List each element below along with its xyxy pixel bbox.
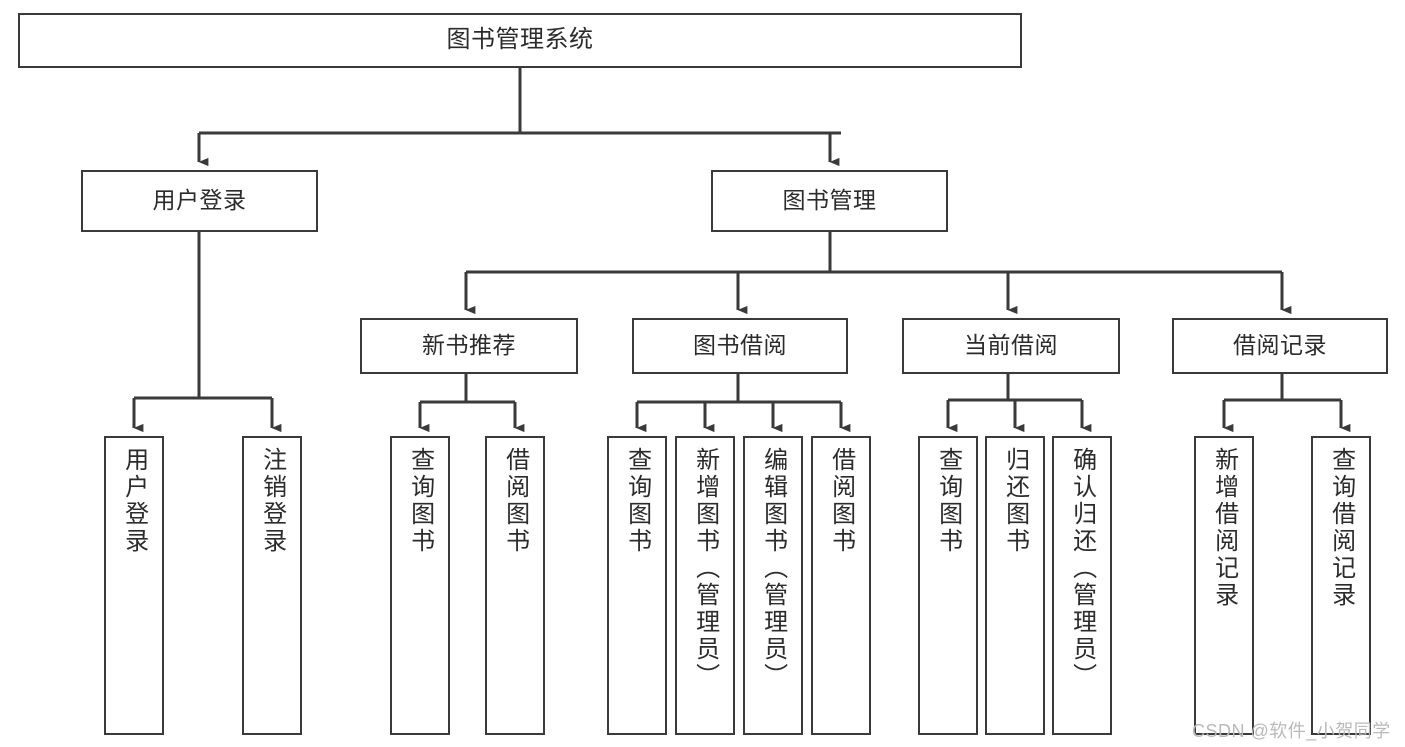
node-leaf-return-book[interactable]: 归还图书 (985, 436, 1045, 735)
node-borrow-record-label: 借阅记录 (1233, 332, 1327, 359)
node-new-book-recommend[interactable]: 新书推荐 (360, 318, 578, 374)
node-user-login[interactable]: 用户登录 (81, 170, 318, 232)
node-leaf-edit-book-admin-label: 编辑图书（管理员） (759, 447, 787, 690)
node-leaf-return-book-label: 归还图书 (1001, 447, 1029, 555)
node-leaf-user-login[interactable]: 用户登录 (104, 436, 164, 735)
node-current-borrow-label: 当前借阅 (964, 332, 1058, 359)
node-leaf-logout-label: 注销登录 (258, 447, 286, 555)
node-leaf-current-query-book-label: 查询图书 (934, 447, 962, 555)
node-book-borrow[interactable]: 图书借阅 (632, 318, 848, 374)
node-leaf-borrow-book-label: 借阅图书 (827, 447, 855, 555)
node-leaf-borrow-book[interactable]: 借阅图书 (811, 436, 871, 735)
node-leaf-confirm-return-admin-label: 确认归还（管理员） (1068, 447, 1096, 690)
node-leaf-recommend-borrow-book-label: 借阅图书 (501, 447, 529, 555)
node-leaf-edit-book-admin[interactable]: 编辑图书（管理员） (743, 436, 803, 735)
node-leaf-query-borrow-record[interactable]: 查询借阅记录 (1311, 436, 1371, 735)
node-leaf-borrow-query-book[interactable]: 查询图书 (607, 436, 667, 735)
node-root-system-label: 图书管理系统 (446, 26, 594, 54)
node-book-borrow-label: 图书借阅 (693, 332, 787, 359)
node-leaf-add-borrow-record[interactable]: 新增借阅记录 (1194, 436, 1254, 735)
node-leaf-add-borrow-record-label: 新增借阅记录 (1210, 447, 1238, 609)
node-leaf-recommend-query-book[interactable]: 查询图书 (390, 436, 450, 735)
node-leaf-borrow-query-book-label: 查询图书 (623, 447, 651, 555)
node-leaf-confirm-return-admin[interactable]: 确认归还（管理员） (1052, 436, 1112, 735)
node-leaf-add-book-admin-label: 新增图书（管理员） (691, 447, 719, 690)
node-user-login-label: 用户登录 (152, 187, 247, 214)
node-leaf-add-book-admin[interactable]: 新增图书（管理员） (675, 436, 735, 735)
node-root-system[interactable]: 图书管理系统 (18, 13, 1022, 68)
node-book-management[interactable]: 图书管理 (711, 170, 948, 232)
node-leaf-logout[interactable]: 注销登录 (242, 436, 302, 735)
node-leaf-recommend-query-book-label: 查询图书 (406, 447, 434, 555)
node-leaf-current-query-book[interactable]: 查询图书 (918, 436, 978, 735)
node-leaf-recommend-borrow-book[interactable]: 借阅图书 (485, 436, 545, 735)
node-book-management-label: 图书管理 (782, 187, 877, 214)
node-new-book-recommend-label: 新书推荐 (422, 332, 516, 359)
node-borrow-record[interactable]: 借阅记录 (1172, 318, 1388, 374)
node-leaf-user-login-label: 用户登录 (120, 447, 148, 555)
node-current-borrow[interactable]: 当前借阅 (902, 318, 1120, 374)
node-leaf-query-borrow-record-label: 查询借阅记录 (1327, 447, 1355, 609)
csdn-watermark: CSDN @软件_小贺同学 (1192, 721, 1391, 741)
